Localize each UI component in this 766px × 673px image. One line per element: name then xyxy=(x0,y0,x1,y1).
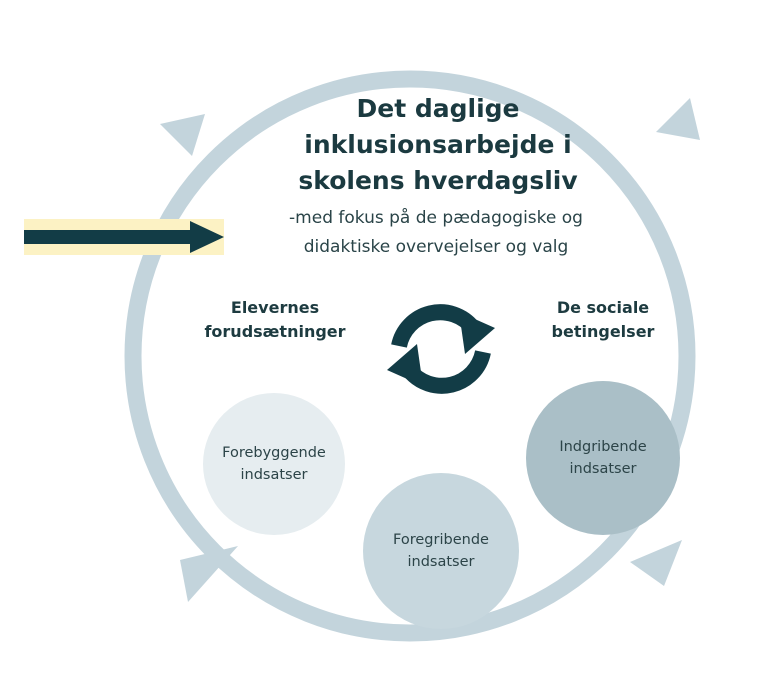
bubble-line: Foregribende xyxy=(393,532,489,548)
subtitle-line: -med fokus på de pædagogiske og xyxy=(289,208,583,228)
bubble-line: indsatser xyxy=(569,461,637,477)
subtitle-line: didaktiske overvejelser og valg xyxy=(303,237,569,257)
diagram-subtitle: -med fokus på de pædagogiske og didaktis… xyxy=(236,204,636,262)
ring-arrowhead-bottom-right xyxy=(630,540,682,586)
left-label: Elevernes forudsætninger xyxy=(175,296,375,344)
bubble-forebyggende: Forebyggende indsatser xyxy=(203,393,345,535)
bubble-indgribende: Indgribende indsatser xyxy=(526,381,680,535)
right-label-line: De sociale xyxy=(556,298,650,317)
right-label-line: betingelser xyxy=(551,322,655,341)
title-line: Det daglige xyxy=(356,94,520,123)
right-label: De sociale betingelser xyxy=(503,296,703,344)
bubble-line: Indgribende xyxy=(559,439,647,455)
left-label-line: forudsætninger xyxy=(204,322,346,341)
ring-arrowhead-top-right xyxy=(656,98,700,140)
bubble-line: indsatser xyxy=(240,467,308,483)
title-line: inklusionsarbejde i xyxy=(304,130,572,159)
bubble-foregribende: Foregribende indsatser xyxy=(363,473,519,629)
ring-arrowhead-bottom-left xyxy=(180,546,238,602)
diagram-title: Det daglige inklusionsarbejde i skolens … xyxy=(258,91,618,199)
left-label-line: Elevernes xyxy=(230,298,320,317)
bubble-line: Forebyggende xyxy=(222,445,326,461)
cycle-arrows-icon xyxy=(387,304,495,394)
pointer-arrow-icon xyxy=(24,221,224,253)
pointer-arrow xyxy=(24,219,224,255)
ring-arrowhead-top-left xyxy=(160,114,205,156)
bubble-line: indsatser xyxy=(407,554,475,570)
title-line: skolens hverdagsliv xyxy=(298,166,578,195)
